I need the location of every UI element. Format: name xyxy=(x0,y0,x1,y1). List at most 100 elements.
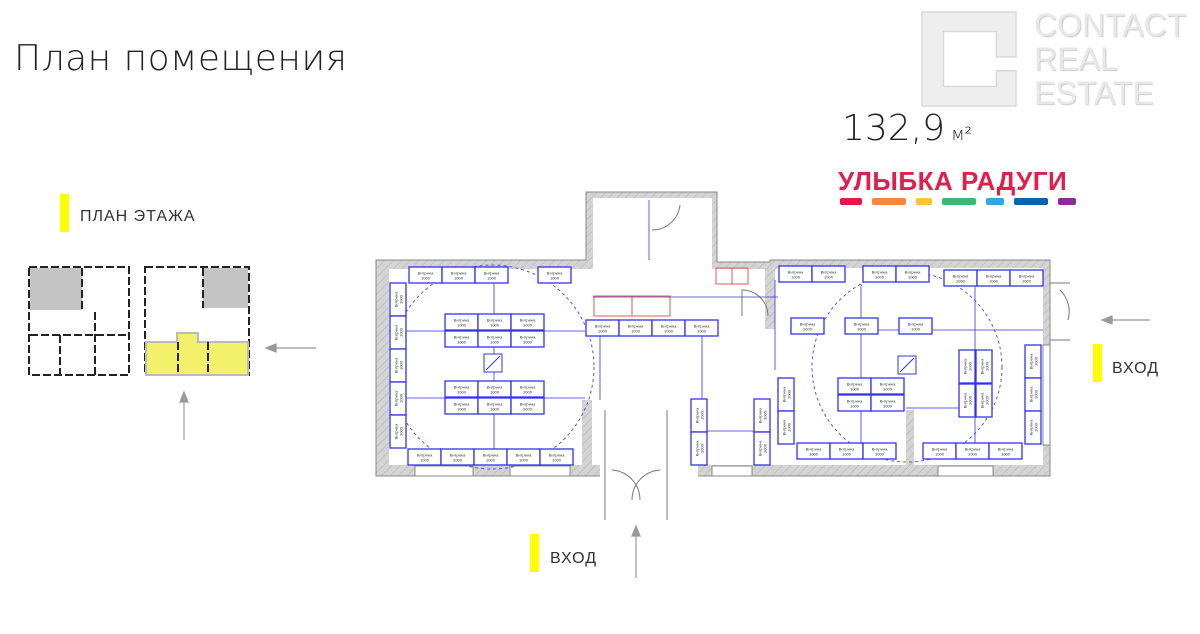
page-title: План помещения xyxy=(14,38,348,79)
entrance-arrows xyxy=(631,315,1150,578)
shelf-label: Витрина1000 xyxy=(963,358,973,374)
tenant-logo: УЛЫБКА РАДУГИ xyxy=(838,166,1068,196)
shelf xyxy=(1024,410,1042,445)
shelf xyxy=(975,349,993,384)
shelf xyxy=(510,380,545,398)
shelf xyxy=(510,330,545,348)
shelf xyxy=(862,442,897,460)
shelf xyxy=(895,265,930,283)
shelf xyxy=(811,265,846,283)
shelf xyxy=(898,317,933,335)
shelf-label: Витрина1000 xyxy=(963,392,973,408)
rainbow-bar xyxy=(1014,198,1048,205)
shelf-label: Витрина1000 xyxy=(1029,419,1039,435)
entrance-label-bottom: ВХОД xyxy=(550,550,598,567)
shelf xyxy=(975,383,993,418)
shelf xyxy=(684,319,719,337)
tenant-rainbow-bars xyxy=(840,198,1076,205)
red-equipment xyxy=(593,267,749,317)
logo-line: REAL xyxy=(1034,41,1118,77)
shelf xyxy=(389,414,407,449)
shelf-label: Витрина1000 xyxy=(1029,386,1039,402)
shelf-label: Витрина1000 xyxy=(394,390,404,406)
shelf-label: Витрина1000 xyxy=(980,358,990,374)
shelf-label: Витрина1000 xyxy=(758,440,768,456)
contact-logo-text: CONTACT REAL ESTATE xyxy=(1034,8,1186,110)
shelf-label: Витрина1000 xyxy=(758,407,768,423)
rainbow-bar xyxy=(942,198,976,205)
shelf-label: Витрина1000 xyxy=(394,357,404,373)
shelf-label: Витрина1000 xyxy=(695,440,705,456)
shelf-label: Витрина1000 xyxy=(394,324,404,340)
shelf-label: Витрина1000 xyxy=(782,419,792,435)
shelf-label: Витрина1000 xyxy=(1029,353,1039,369)
mini-floor-plan-left xyxy=(28,266,130,376)
floor-plan-label: ПЛАН ЭТАЖА xyxy=(80,208,196,225)
doors xyxy=(604,204,1070,520)
shelf xyxy=(790,317,825,335)
logo-line: ESTATE xyxy=(1034,75,1154,111)
shelf xyxy=(870,377,905,395)
shelf xyxy=(1009,269,1044,287)
logo-line: CONTACT xyxy=(1034,7,1187,43)
area-number: 132,9 xyxy=(842,108,946,149)
shelf xyxy=(539,448,574,466)
rainbow-bar xyxy=(916,198,932,205)
shelf xyxy=(510,313,545,331)
contact-logo-icon xyxy=(921,11,1017,107)
yellow-marker xyxy=(530,534,539,572)
rainbow-bar xyxy=(986,198,1004,205)
shelf-label: Витрина1000 xyxy=(394,423,404,439)
camera-icon xyxy=(483,353,917,375)
shelf xyxy=(510,397,545,415)
yellow-marker xyxy=(1093,344,1102,382)
shelf xyxy=(870,394,905,412)
mini-floor-plan-right xyxy=(144,266,250,376)
shelf xyxy=(958,349,976,384)
shelf-label: Витрина1000 xyxy=(782,386,792,402)
rainbow-bar xyxy=(1058,198,1076,205)
